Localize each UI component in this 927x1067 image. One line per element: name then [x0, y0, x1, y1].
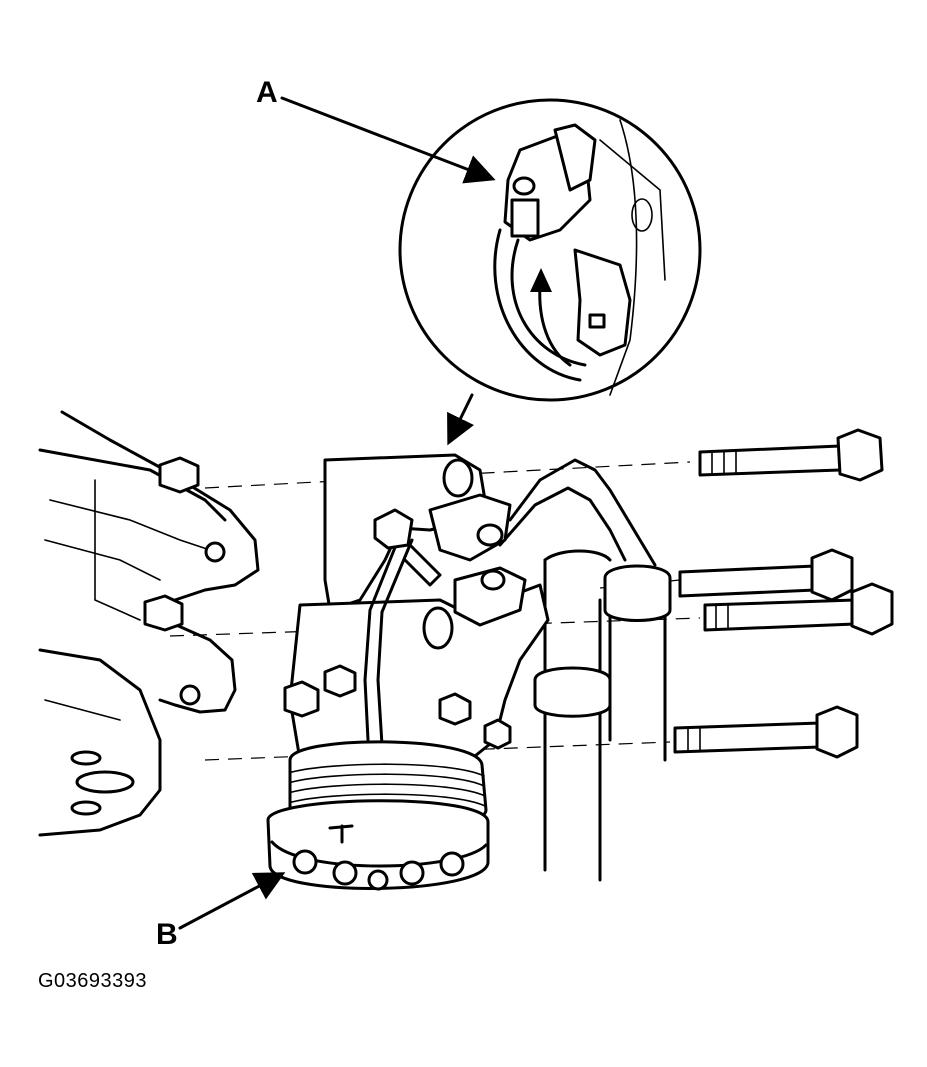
- compressor-body: [283, 453, 550, 762]
- figure-id: G03693393: [38, 970, 148, 992]
- clutch-pulley: [266, 740, 490, 891]
- bolt-lower: [673, 705, 859, 759]
- engine-bracket: [38, 410, 260, 837]
- bolt-middle-1: [678, 548, 854, 602]
- bolt-upper: [698, 428, 884, 482]
- callout-leaders: [178, 96, 496, 930]
- callout-b-label: B: [156, 918, 178, 951]
- callout-a-label: A: [256, 76, 278, 109]
- refrigerant-lines: [498, 458, 672, 882]
- bolt-middle-2: [703, 582, 894, 636]
- connector-detail-circle: [398, 98, 702, 402]
